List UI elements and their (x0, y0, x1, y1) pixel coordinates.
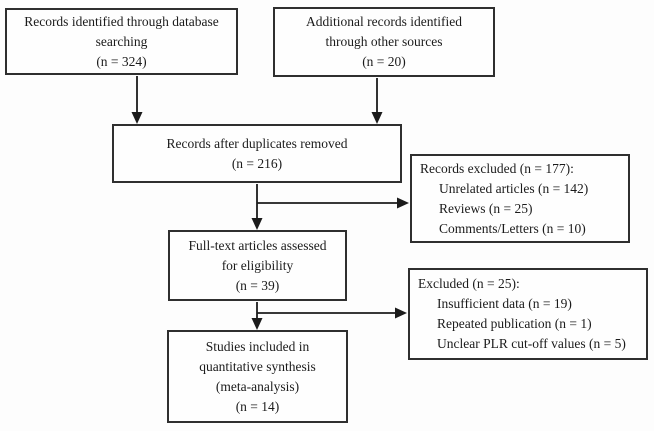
box-text-line: through other sources (325, 34, 443, 49)
box-count-line: (n = 20) (362, 54, 406, 69)
box-text-line: Additional records identified (306, 14, 462, 29)
arrow-fulltext-to-included (251, 302, 263, 330)
box-text-line: for eligibility (221, 257, 294, 273)
box-text-line: Full-text articles assessed (188, 237, 327, 253)
arrow-other-to-duplicates (371, 78, 383, 124)
box-records-excluded: Records excluded (n = 177): Unrelated ar… (410, 154, 630, 243)
exclusion-reason: Insufficient data (n = 19) (437, 296, 572, 311)
exclusion-reason: Unclear PLR cut-off values (n = 5) (437, 336, 626, 351)
box-text-line: Studies included in (205, 338, 310, 354)
arrow-fulltext-to-excluded (257, 307, 407, 319)
exclusion-reason: Reviews (n = 25) (439, 200, 533, 216)
box-records-after-duplicates: Records after duplicates removed (n = 21… (112, 124, 402, 183)
exclusion-reason: Repeated publication (n = 1) (437, 316, 592, 331)
box-additional-records-identified: Additional records identified through ot… (273, 7, 495, 77)
box-fulltext-assessed: Full-text articles assessed for eligibil… (168, 230, 347, 301)
box-records-identified-database: Records identified through database sear… (5, 8, 238, 75)
arrow-duplicates-to-fulltext (251, 184, 263, 230)
exclusion-heading: Records excluded (n = 177): (420, 160, 574, 176)
box-text-line: Records after duplicates removed (166, 135, 348, 151)
box-count-line: (n = 14) (235, 398, 280, 414)
exclusion-reason: Unrelated articles (n = 142) (439, 180, 589, 196)
box-text-line: searching (95, 33, 148, 49)
exclusion-reason: Comments/Letters (n = 10) (439, 220, 586, 236)
arrow-database-to-duplicates (131, 76, 143, 124)
box-excluded: Excluded (n = 25): Insufficient data (n … (408, 268, 648, 360)
box-count-line: (n = 39) (235, 277, 280, 293)
box-text-line: (meta-analysis) (215, 378, 300, 394)
box-text-line: Records identified through database (24, 13, 219, 29)
box-count-line: (n = 324) (96, 53, 147, 69)
arrow-duplicates-to-excluded (257, 197, 409, 209)
box-studies-included: Studies included in quantitative synthes… (167, 330, 348, 423)
exclusion-heading: Excluded (n = 25): (418, 276, 520, 291)
box-count-line: (n = 216) (231, 155, 283, 171)
box-text-line: quantitative synthesis (199, 358, 316, 374)
